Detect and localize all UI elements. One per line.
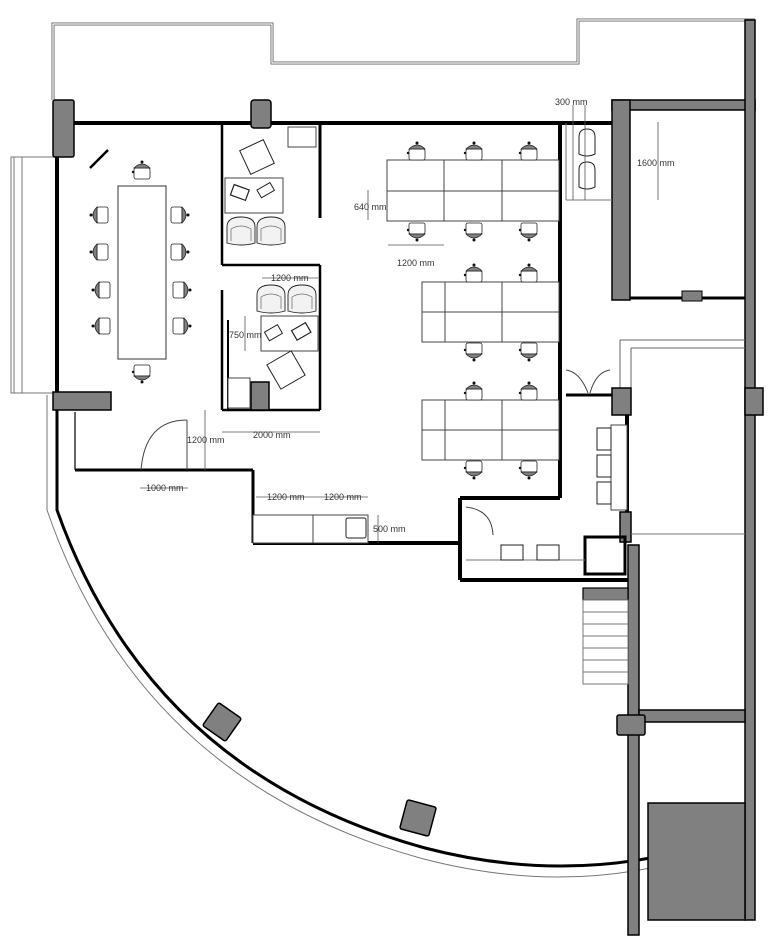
dim-300: 300 mm	[555, 97, 588, 107]
dim-1200-desk: 1200 mm	[397, 258, 435, 268]
dimension-lines	[140, 105, 659, 543]
meeting-room	[89, 149, 192, 384]
dim-640: 640 mm	[354, 202, 387, 212]
staircase	[582, 599, 629, 685]
kitchenette	[252, 514, 585, 561]
dim-1200-office: 1200 mm	[271, 273, 309, 283]
desk-cluster-2	[421, 263, 560, 362]
open-workspace	[386, 141, 560, 480]
curved-facade	[46, 395, 651, 878]
doors	[140, 369, 611, 536]
dim-1200-counter-b: 1200 mm	[324, 492, 362, 502]
desk-cluster-1	[386, 141, 560, 242]
desk-cluster-3	[421, 381, 560, 480]
office-1	[224, 126, 317, 246]
dim-500: 500 mm	[373, 524, 406, 534]
wc-area	[565, 123, 612, 201]
dim-2000: 2000 mm	[253, 430, 291, 440]
office-2	[227, 284, 319, 409]
left-balcony	[10, 156, 57, 394]
service-core	[582, 19, 764, 936]
dim-1200-corridor: 1200 mm	[187, 435, 225, 445]
dim-750: 750 mm	[229, 330, 262, 340]
dim-1000: 1000 mm	[146, 483, 184, 493]
top-balcony	[51, 18, 755, 100]
dim-1600: 1600 mm	[637, 158, 675, 168]
dim-1200-counter-a: 1200 mm	[267, 492, 305, 502]
columns	[52, 99, 437, 837]
lounge-bench	[596, 424, 628, 511]
dimension-labels: 300 mm 1600 mm 640 mm 1200 mm 1200 mm 75…	[146, 97, 675, 534]
